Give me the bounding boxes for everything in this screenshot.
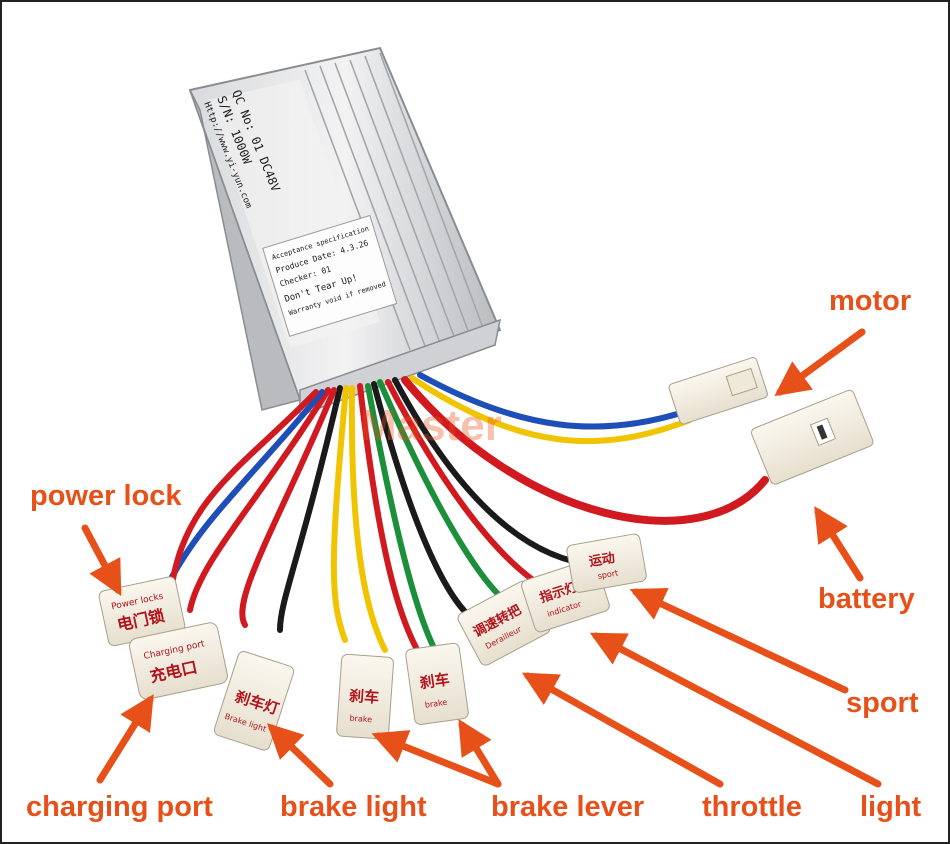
- svg-text:运动: 运动: [588, 551, 616, 570]
- label-throttle: throttle: [702, 791, 802, 823]
- label-charging-port: charging port: [26, 791, 213, 823]
- label-brake-light: brake light: [280, 791, 427, 823]
- battery-connector: [751, 389, 874, 485]
- label-sport: sport: [846, 687, 919, 719]
- callout-labels: motor battery power lock charging port b…: [26, 285, 922, 823]
- label-battery: battery: [818, 583, 915, 615]
- arrow-power-lock: [81, 524, 122, 597]
- callout-arrows: [81, 328, 882, 788]
- label-motor: motor: [829, 285, 911, 317]
- svg-text:brake: brake: [349, 714, 372, 725]
- arrow-throttle: [521, 672, 724, 788]
- arrow-charging-port: [96, 694, 154, 784]
- label-power-lock: power lock: [30, 480, 182, 512]
- arrow-motor: [774, 328, 866, 397]
- svg-text:sport: sport: [597, 568, 619, 580]
- connector-brake-2: 刹车 brake: [405, 642, 469, 725]
- arrow-brake-lever-2: [458, 719, 502, 788]
- arrow-brake-lever-1: [371, 730, 502, 788]
- arrow-sport: [629, 588, 849, 694]
- svg-text:brake: brake: [424, 698, 448, 710]
- connector-sport: 运动 sport: [566, 533, 647, 593]
- controller-box: QC No: 01 DC48V S/N: 1000W Http://www.yi…: [188, 46, 502, 417]
- arrow-battery: [814, 506, 864, 582]
- svg-text:刹车: 刹车: [348, 687, 379, 707]
- connector-brake-1: 刹车 brake: [336, 653, 394, 740]
- motor-connector: [668, 357, 768, 425]
- arrow-light: [589, 632, 882, 788]
- watermark: Master: [360, 401, 502, 450]
- label-brake-lever: brake lever: [491, 791, 644, 823]
- svg-text:刹车: 刹车: [419, 670, 451, 692]
- arrow-brake-light: [266, 723, 334, 788]
- connector-charging-port: 充电口 Charging port: [128, 622, 228, 700]
- acceptance-sticker: Acceptance specification Produce Date: 4…: [262, 214, 398, 337]
- label-light: light: [860, 791, 922, 823]
